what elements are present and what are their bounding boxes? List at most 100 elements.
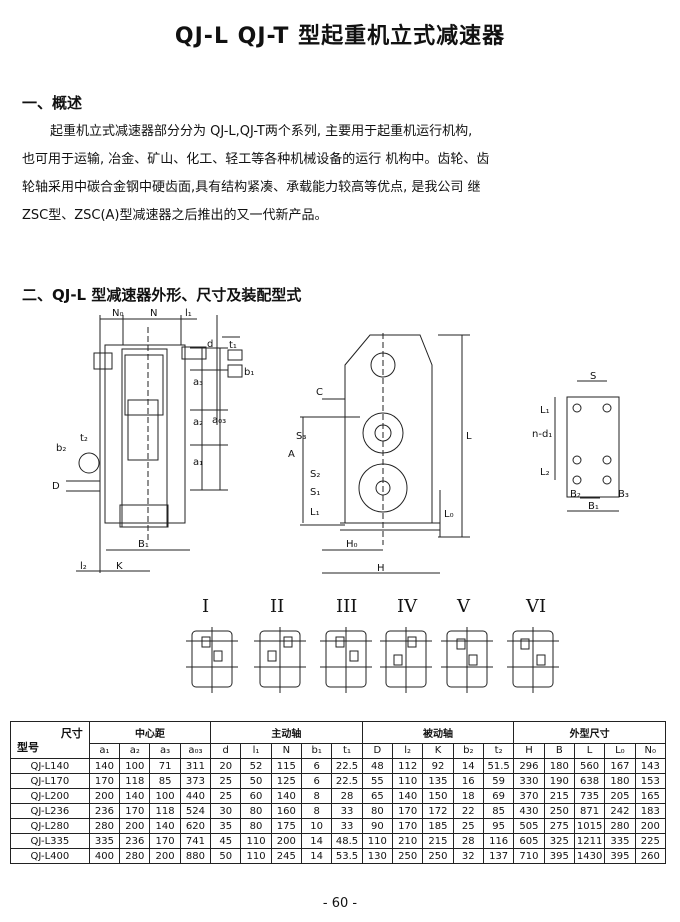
table-cell: 92: [422, 758, 454, 774]
table-cell: 242: [604, 803, 636, 819]
table-cell: 22.5: [331, 758, 363, 774]
table-cell: 8: [300, 803, 333, 819]
table-cell: 250: [391, 848, 424, 864]
assembly-diagram-2: [254, 627, 306, 693]
side-view-drawing: [300, 333, 470, 574]
table-cell: 245: [270, 848, 303, 864]
dim-label: A: [288, 449, 295, 460]
dim-label: a₀₃: [212, 415, 226, 426]
dim-label: C: [316, 387, 323, 398]
table-cell: 118: [119, 773, 151, 789]
table-cell: 205: [604, 788, 636, 804]
table-cell: 125: [270, 773, 303, 789]
table-cell: 22.5: [331, 773, 363, 789]
dim-label: B₂: [570, 489, 581, 500]
model-cell: QJ-L200: [10, 788, 90, 804]
table-cell: 35: [210, 818, 242, 834]
section1-body: 起重机立式减速器部分分为 QJ-L,QJ-T两个系列, 主要用于起重机运行机构,…: [22, 118, 652, 230]
model-cell: QJ-L140: [10, 758, 90, 774]
table-cell: 280: [88, 818, 121, 834]
assembly-label: II: [270, 596, 285, 617]
dim-label: B₁: [588, 501, 599, 512]
table-cell: 200: [634, 818, 667, 834]
table-cell: 1211: [573, 833, 606, 849]
table-cell: 200: [270, 833, 303, 849]
dim-label: t₂: [80, 433, 88, 444]
table-cell: 215: [543, 788, 575, 804]
dim-label: l₁: [185, 308, 192, 319]
table-cell: 10: [300, 818, 333, 834]
table-cell: 48: [361, 758, 394, 774]
table-cell: 225: [634, 833, 667, 849]
dim-label: l₂: [80, 561, 87, 572]
table-cell: 311: [179, 758, 212, 774]
column-header: N₀: [634, 742, 667, 760]
dim-label: B₁: [138, 539, 149, 550]
table-cell: 60: [240, 788, 272, 804]
table-cell: 183: [634, 803, 667, 819]
table-cell: 65: [361, 788, 394, 804]
section1-heading: 一、概述: [22, 94, 83, 112]
table-cell: 185: [422, 818, 454, 834]
column-header: a₀₃: [179, 742, 212, 760]
table-cell: 14: [300, 848, 333, 864]
table-cell: 335: [88, 833, 121, 849]
table-cell: 330: [513, 773, 545, 789]
table-cell: 200: [149, 848, 181, 864]
assembly-diagram-1: [186, 627, 238, 693]
table-cell: 335: [604, 833, 636, 849]
model-cell: QJ-L335: [10, 833, 90, 849]
group-header: 外型尺寸: [513, 721, 666, 744]
table-cell: 505: [513, 818, 545, 834]
dim-label: N: [150, 308, 157, 319]
table-cell: 140: [119, 788, 151, 804]
assembly-label: I: [202, 596, 210, 617]
table-cell: 172: [422, 803, 454, 819]
table-cell: 167: [604, 758, 636, 774]
section2-heading: 二、QJ-L 型减速器外形、尺寸及装配型式: [22, 286, 302, 304]
table-cell: 395: [604, 848, 636, 864]
table-cell: 170: [391, 803, 424, 819]
table-cell: 55: [361, 773, 394, 789]
table-cell: 1430: [573, 848, 606, 864]
assembly-diagram-6: [507, 627, 559, 693]
group-header: 主动轴: [210, 721, 363, 744]
assembly-diagram-5: [441, 627, 493, 693]
column-header: B: [543, 742, 575, 760]
page-number: - 60 -: [322, 896, 358, 911]
table-cell: 140: [88, 758, 121, 774]
table-cell: 440: [179, 788, 212, 804]
table-cell: 210: [391, 833, 424, 849]
dim-label: a₁: [193, 457, 203, 468]
table-cell: 112: [391, 758, 424, 774]
table-cell: 880: [179, 848, 212, 864]
table-cell: 28: [452, 833, 484, 849]
table-cell: 170: [391, 818, 424, 834]
table-cell: 160: [270, 803, 303, 819]
table-cell: 150: [422, 788, 454, 804]
column-header: d: [210, 742, 242, 760]
table-cell: 620: [179, 818, 212, 834]
table-cell: 325: [543, 833, 575, 849]
table-cell: 236: [88, 803, 121, 819]
table-cell: 170: [149, 833, 181, 849]
table-cell: 90: [361, 818, 394, 834]
dim-label: L₁: [540, 405, 550, 416]
table-cell: 53.5: [331, 848, 363, 864]
model-cell: QJ-L170: [10, 773, 90, 789]
dim-label: a₃: [193, 377, 203, 388]
table-cell: 296: [513, 758, 545, 774]
table-cell: 14: [300, 833, 333, 849]
table-cell: 48.5: [331, 833, 363, 849]
assembly-label: VI: [526, 596, 547, 617]
assembly-diagram-3: [320, 627, 372, 693]
table-cell: 14: [452, 758, 484, 774]
table-cell: 135: [422, 773, 454, 789]
table-cell: 80: [361, 803, 394, 819]
section1-line: 起重机立式减速器部分分为 QJ-L,QJ-T两个系列, 主要用于起重机运行机构,: [50, 124, 473, 139]
